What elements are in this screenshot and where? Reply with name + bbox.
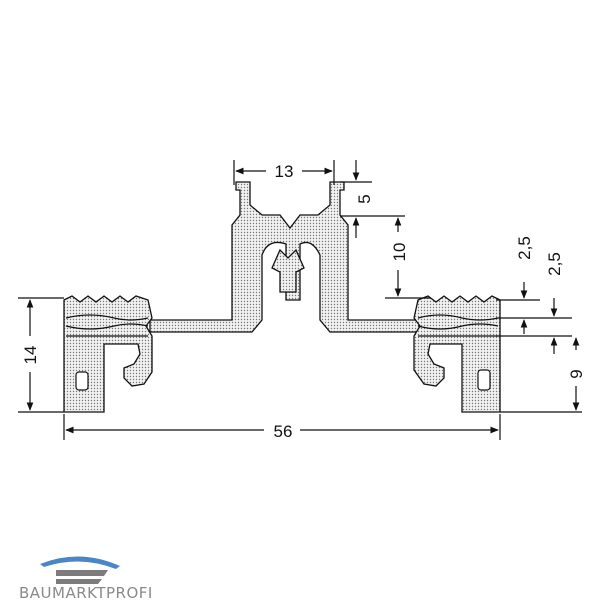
dim-top-width: 13 <box>275 162 294 181</box>
brand-logo: BAUMARKTPROFI <box>19 556 153 600</box>
left-foot-grooves <box>65 314 149 337</box>
dim-center-height: 10 <box>390 243 409 262</box>
dim-top-height: 5 <box>355 194 374 203</box>
profile-left-foot <box>63 295 153 413</box>
dim-total-width: 56 <box>274 422 293 441</box>
logo-text: BAUMARKTPROFI <box>19 584 153 600</box>
profile-right-foot <box>413 295 501 413</box>
dim-right-height: 9 <box>567 369 586 378</box>
logo-stripes-icon <box>56 570 108 584</box>
dim-left-height: 14 <box>21 346 40 365</box>
left-foot-slot <box>75 371 89 391</box>
profile-cross-section <box>63 181 501 413</box>
dim-right-step-a: 2,5 <box>515 236 534 260</box>
dim-right-step-b: 2,5 <box>545 252 564 276</box>
dimension-lines <box>18 160 582 440</box>
right-foot-slot <box>477 369 491 391</box>
right-foot-grooves <box>417 314 499 337</box>
logo-roof-icon <box>40 556 120 569</box>
profile-web <box>149 181 421 333</box>
profile-clip <box>271 248 305 293</box>
